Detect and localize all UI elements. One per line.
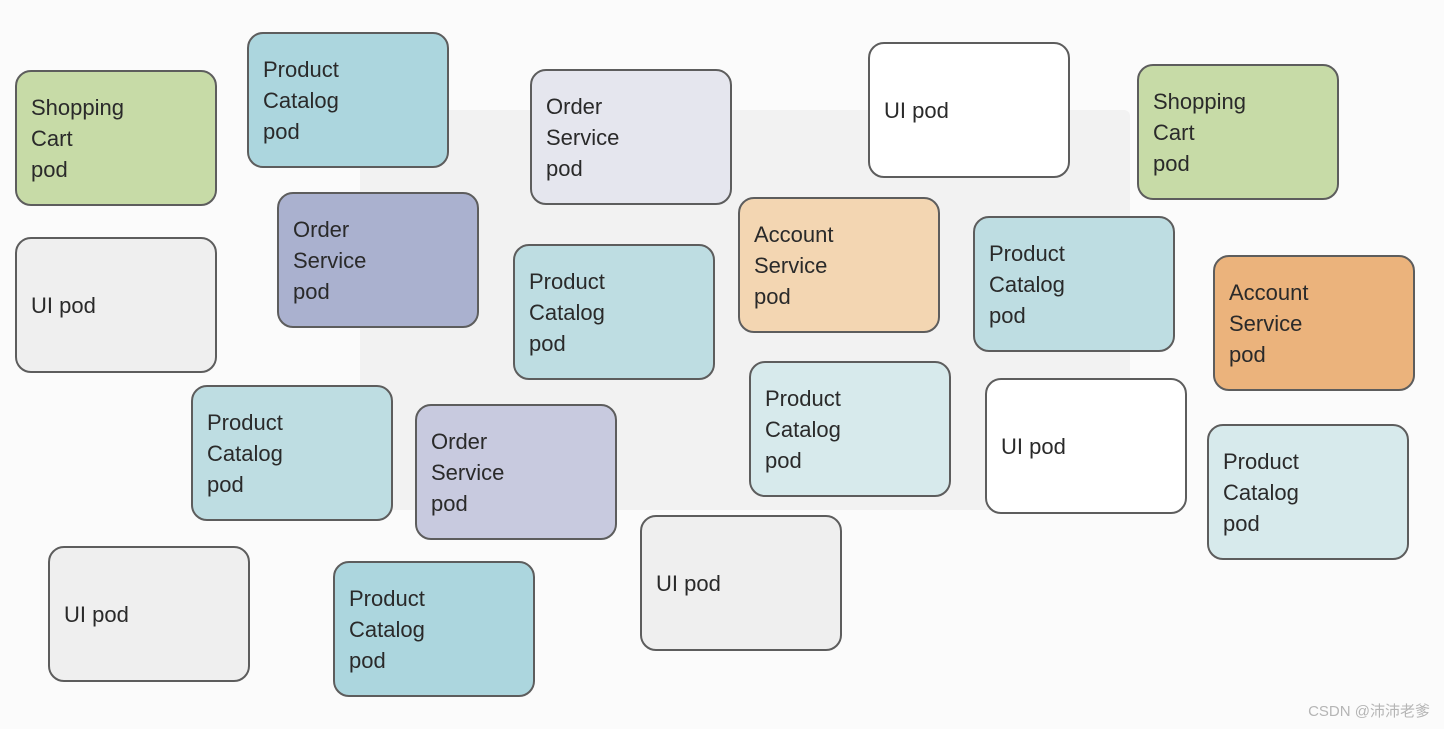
ui-pod: UI pod <box>48 546 250 682</box>
pod-label-line: UI pod <box>656 570 721 596</box>
pod-label-line: UI pod <box>31 292 96 318</box>
pod-label-line: pod <box>989 303 1026 328</box>
pod-label-line: Catalog <box>207 441 283 466</box>
pod-label-line: Service <box>293 248 367 273</box>
pod-label-line: Cart <box>1153 120 1195 145</box>
pod-label-line: pod <box>349 648 386 673</box>
pod-label-line: pod <box>546 156 583 181</box>
shopping-cart-pod: Shopping Cart pod <box>15 70 217 206</box>
pod-label-line: Cart <box>31 126 73 151</box>
pod-label-line: pod <box>1223 511 1260 536</box>
pod-label-line: Product <box>1223 449 1299 474</box>
pod-label-line: Product <box>349 586 425 611</box>
product-catalog-pod: Product Catalog pod <box>333 561 535 697</box>
pod-label-line: Service <box>546 125 620 150</box>
pod-label-line: pod <box>263 119 300 144</box>
pod-label-line: Product <box>989 241 1065 266</box>
ui-pod: UI pod <box>640 515 842 651</box>
pod-label-line: Service <box>1229 311 1303 336</box>
pod-label-line: UI pod <box>64 601 129 627</box>
product-catalog-pod: Product Catalog pod <box>1207 424 1409 560</box>
product-catalog-pod: Product Catalog pod <box>513 244 715 380</box>
product-catalog-pod: Product Catalog pod <box>973 216 1175 352</box>
pod-label-line: Order <box>293 217 350 242</box>
pod-label-line: pod <box>529 331 566 356</box>
pod-label-line: Order <box>546 94 603 119</box>
order-service-pod: Order Service pod <box>530 69 732 205</box>
pod-label-line: Account <box>1229 280 1309 305</box>
pod-label-line: Account <box>754 222 834 247</box>
ui-pod: UI pod <box>15 237 217 373</box>
product-catalog-pod: Product Catalog pod <box>247 32 449 168</box>
pod-label-line: Catalog <box>1223 480 1299 505</box>
pod-label-line: Product <box>529 269 605 294</box>
pod-label-line: pod <box>293 279 330 304</box>
pod-label-line: Catalog <box>349 617 425 642</box>
pod-label-line: Catalog <box>989 272 1065 297</box>
shopping-cart-pod: Shopping Cart pod <box>1137 64 1339 200</box>
order-service-pod: Order Service pod <box>277 192 479 328</box>
pod-label-line: Catalog <box>765 417 841 442</box>
pod-label-line: Shopping <box>31 95 124 120</box>
pod-label-line: pod <box>765 448 802 473</box>
ui-pod: UI pod <box>868 42 1070 178</box>
account-service-pod: Account Service pod <box>738 197 940 333</box>
ui-pod: UI pod <box>985 378 1187 514</box>
pod-label-line: pod <box>1153 151 1190 176</box>
pod-label-line: pod <box>207 472 244 497</box>
product-catalog-pod: Product Catalog pod <box>749 361 951 497</box>
pod-label-line: pod <box>1229 342 1266 367</box>
pod-label-line: Order <box>431 429 488 454</box>
pod-label-line: Product <box>263 57 339 82</box>
pod-label-line: Product <box>207 410 283 435</box>
account-service-pod: Account Service pod <box>1213 255 1415 391</box>
pod-label-line: Service <box>754 253 828 278</box>
pod-label-line: Product <box>765 386 841 411</box>
pod-label-line: UI pod <box>884 97 949 123</box>
pod-label-line: Catalog <box>263 88 339 113</box>
pod-label-line: pod <box>31 157 68 182</box>
pod-label-line: UI pod <box>1001 433 1066 459</box>
pod-label-line: Shopping <box>1153 89 1246 114</box>
watermark-text: CSDN @沛沛老爹 <box>1308 703 1430 720</box>
product-catalog-pod: Product Catalog pod <box>191 385 393 521</box>
pod-label-line: Catalog <box>529 300 605 325</box>
pod-label-line: pod <box>754 284 791 309</box>
pod-label-line: Service <box>431 460 505 485</box>
pod-label-line: pod <box>431 491 468 516</box>
order-service-pod: Order Service pod <box>415 404 617 540</box>
